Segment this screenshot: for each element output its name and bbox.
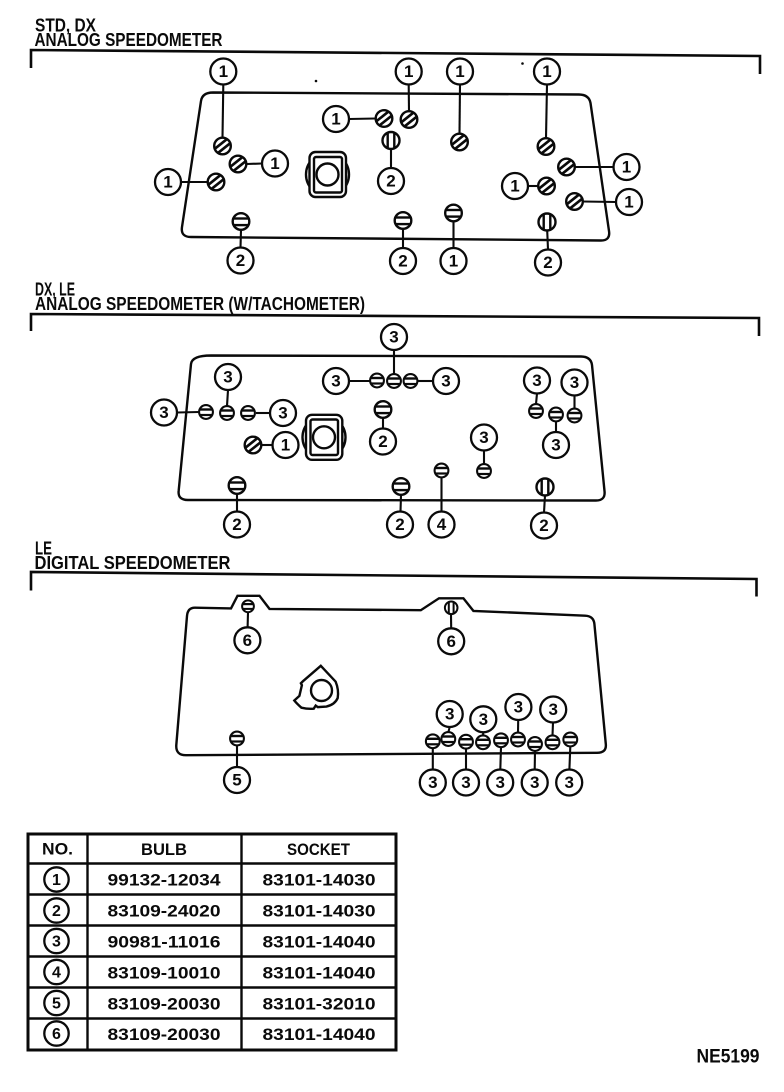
svg-text:2: 2: [236, 251, 245, 270]
svg-text:4: 4: [52, 965, 61, 982]
svg-text:3: 3: [223, 368, 232, 387]
svg-text:2: 2: [543, 253, 552, 272]
svg-text:2: 2: [395, 515, 404, 534]
svg-text:1: 1: [455, 62, 464, 81]
svg-text:83109-20030: 83109-20030: [108, 1025, 221, 1044]
svg-text:3: 3: [331, 372, 340, 391]
svg-text:1: 1: [52, 872, 61, 889]
svg-text:1: 1: [449, 252, 458, 271]
svg-text:1: 1: [331, 110, 340, 129]
svg-text:1: 1: [163, 173, 172, 192]
svg-text:2: 2: [232, 515, 241, 534]
svg-text:2: 2: [398, 252, 407, 271]
svg-text:LE: LE: [35, 539, 52, 559]
svg-text:3: 3: [278, 404, 287, 423]
svg-text:3: 3: [548, 700, 557, 719]
svg-text:3: 3: [52, 934, 61, 951]
svg-text:ANALOG SPEEDOMETER (W/TACHOME: ANALOG SPEEDOMETER (W/TACHOMETER): [35, 294, 365, 314]
svg-text:3: 3: [570, 373, 579, 392]
svg-text:ANALOG SPEEDOMETER: ANALOG SPEEDOMETER: [35, 30, 223, 50]
svg-text:83101-14040: 83101-14040: [263, 933, 376, 952]
svg-text:6: 6: [446, 632, 455, 651]
svg-text:3: 3: [479, 428, 488, 447]
svg-text:1: 1: [219, 62, 228, 81]
svg-text:4: 4: [437, 515, 447, 534]
svg-text:1: 1: [510, 177, 519, 196]
svg-text:83101-14040: 83101-14040: [263, 964, 376, 983]
svg-text:3: 3: [495, 773, 504, 792]
svg-text:SOCKET: SOCKET: [287, 840, 351, 859]
svg-text:1: 1: [542, 62, 551, 81]
svg-text:3: 3: [551, 436, 560, 455]
svg-text:3: 3: [564, 773, 573, 792]
svg-text:1: 1: [281, 436, 290, 455]
svg-text:83109-20030: 83109-20030: [108, 995, 221, 1014]
svg-text:3: 3: [445, 705, 454, 724]
svg-text:DX, LE: DX, LE: [35, 280, 75, 300]
svg-text:1: 1: [624, 193, 633, 212]
svg-text:83109-10010: 83109-10010: [108, 964, 221, 983]
svg-text:3: 3: [514, 698, 523, 717]
svg-text:3: 3: [532, 371, 541, 390]
svg-text:3: 3: [479, 710, 488, 729]
svg-text:1: 1: [622, 158, 631, 177]
svg-text:5: 5: [52, 996, 61, 1013]
svg-text:83101-14030: 83101-14030: [263, 902, 376, 921]
svg-text:83101-32010: 83101-32010: [263, 995, 376, 1014]
svg-text:3: 3: [159, 403, 168, 422]
svg-text:5: 5: [232, 771, 241, 790]
svg-text:83109-24020: 83109-24020: [108, 902, 221, 921]
svg-text:STD, DX: STD, DX: [35, 16, 96, 36]
svg-text:6: 6: [52, 1026, 61, 1043]
svg-text:1: 1: [270, 154, 279, 173]
svg-text:DIGITAL SPEEDOMETER: DIGITAL SPEEDOMETER: [35, 553, 231, 573]
svg-text:99132-12034: 99132-12034: [108, 871, 222, 890]
svg-text:2: 2: [539, 516, 548, 535]
svg-text:2: 2: [378, 432, 387, 451]
svg-text:83101-14030: 83101-14030: [263, 871, 376, 890]
svg-text:NE5199: NE5199: [697, 1047, 760, 1068]
svg-text:6: 6: [243, 631, 252, 650]
svg-text:90981-11016: 90981-11016: [108, 933, 221, 952]
svg-text:83101-14040: 83101-14040: [263, 1025, 376, 1044]
svg-text:3: 3: [530, 773, 539, 792]
svg-text:1: 1: [404, 62, 413, 81]
svg-text:NO.: NO.: [42, 840, 73, 859]
svg-text:2: 2: [386, 172, 395, 191]
svg-text:3: 3: [461, 773, 470, 792]
svg-text:2: 2: [52, 903, 61, 920]
svg-text:3: 3: [441, 372, 450, 391]
svg-text:3: 3: [389, 328, 398, 347]
svg-text:3: 3: [428, 773, 437, 792]
svg-text:BULB: BULB: [141, 840, 187, 859]
